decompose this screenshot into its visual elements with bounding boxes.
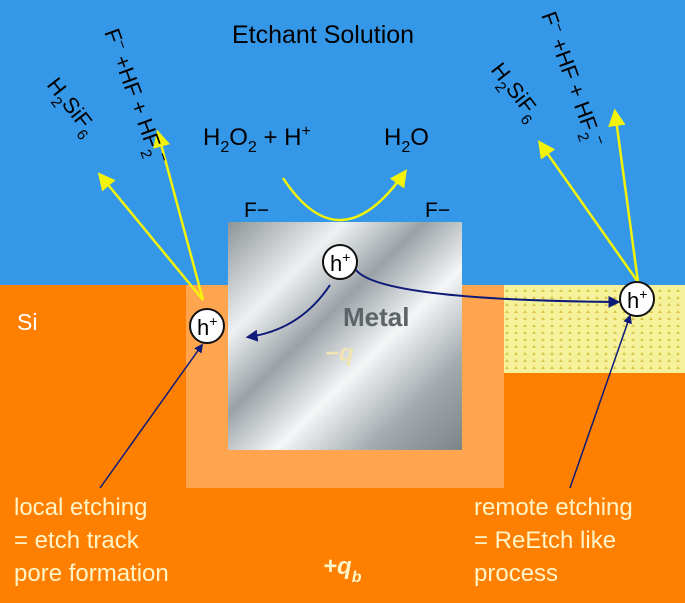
metal-label: Metal — [343, 302, 409, 332]
svg-text:h+: h+ — [627, 286, 647, 313]
arrow-h2sif6-right — [537, 140, 640, 283]
local-etching-line2: = etch track — [14, 527, 140, 554]
etchant-solution-label: Etchant Solution — [232, 21, 414, 49]
bulk-charge-label: +qb — [323, 553, 362, 586]
svg-text:h+: h+ — [197, 313, 217, 340]
arrow-hf-right — [608, 108, 640, 283]
reactant-label: H2O2 + H+ — [203, 123, 311, 156]
local-etching-line1: local etching — [14, 494, 147, 521]
arrow-remote-label — [569, 314, 632, 489]
arrow-hole-remote — [355, 269, 621, 308]
local-etching-line3: pore formation — [14, 560, 169, 587]
hole-remote: h+ — [619, 281, 655, 317]
hole-metal: h+ — [322, 244, 358, 280]
remote-etching-line3: process — [474, 560, 558, 587]
remote-etching-line2: = ReEtch like — [474, 527, 616, 554]
arrow-hf-left — [153, 129, 205, 301]
local-etching-annotation: local etching = etch track pore formatio… — [14, 494, 169, 587]
arrow-local-label — [99, 343, 204, 489]
hole-local: h+ — [189, 308, 225, 344]
silicon-label: Si — [17, 309, 37, 335]
arrow-h2sif6-left — [97, 172, 204, 301]
metal-charge-label: −q — [325, 340, 354, 367]
arrow-reduction — [281, 169, 408, 222]
product-water-label: H2O — [384, 124, 429, 156]
remote-etching-annotation: remote etching = ReEtch like process — [474, 494, 633, 587]
fluoride-right: F− — [425, 199, 450, 222]
remote-etching-line1: remote etching — [474, 494, 633, 521]
fluoride-left: F− — [244, 199, 269, 222]
arrow-hole-local — [245, 284, 331, 342]
svg-text:h+: h+ — [330, 249, 350, 276]
remote-etch-zone — [504, 285, 685, 373]
